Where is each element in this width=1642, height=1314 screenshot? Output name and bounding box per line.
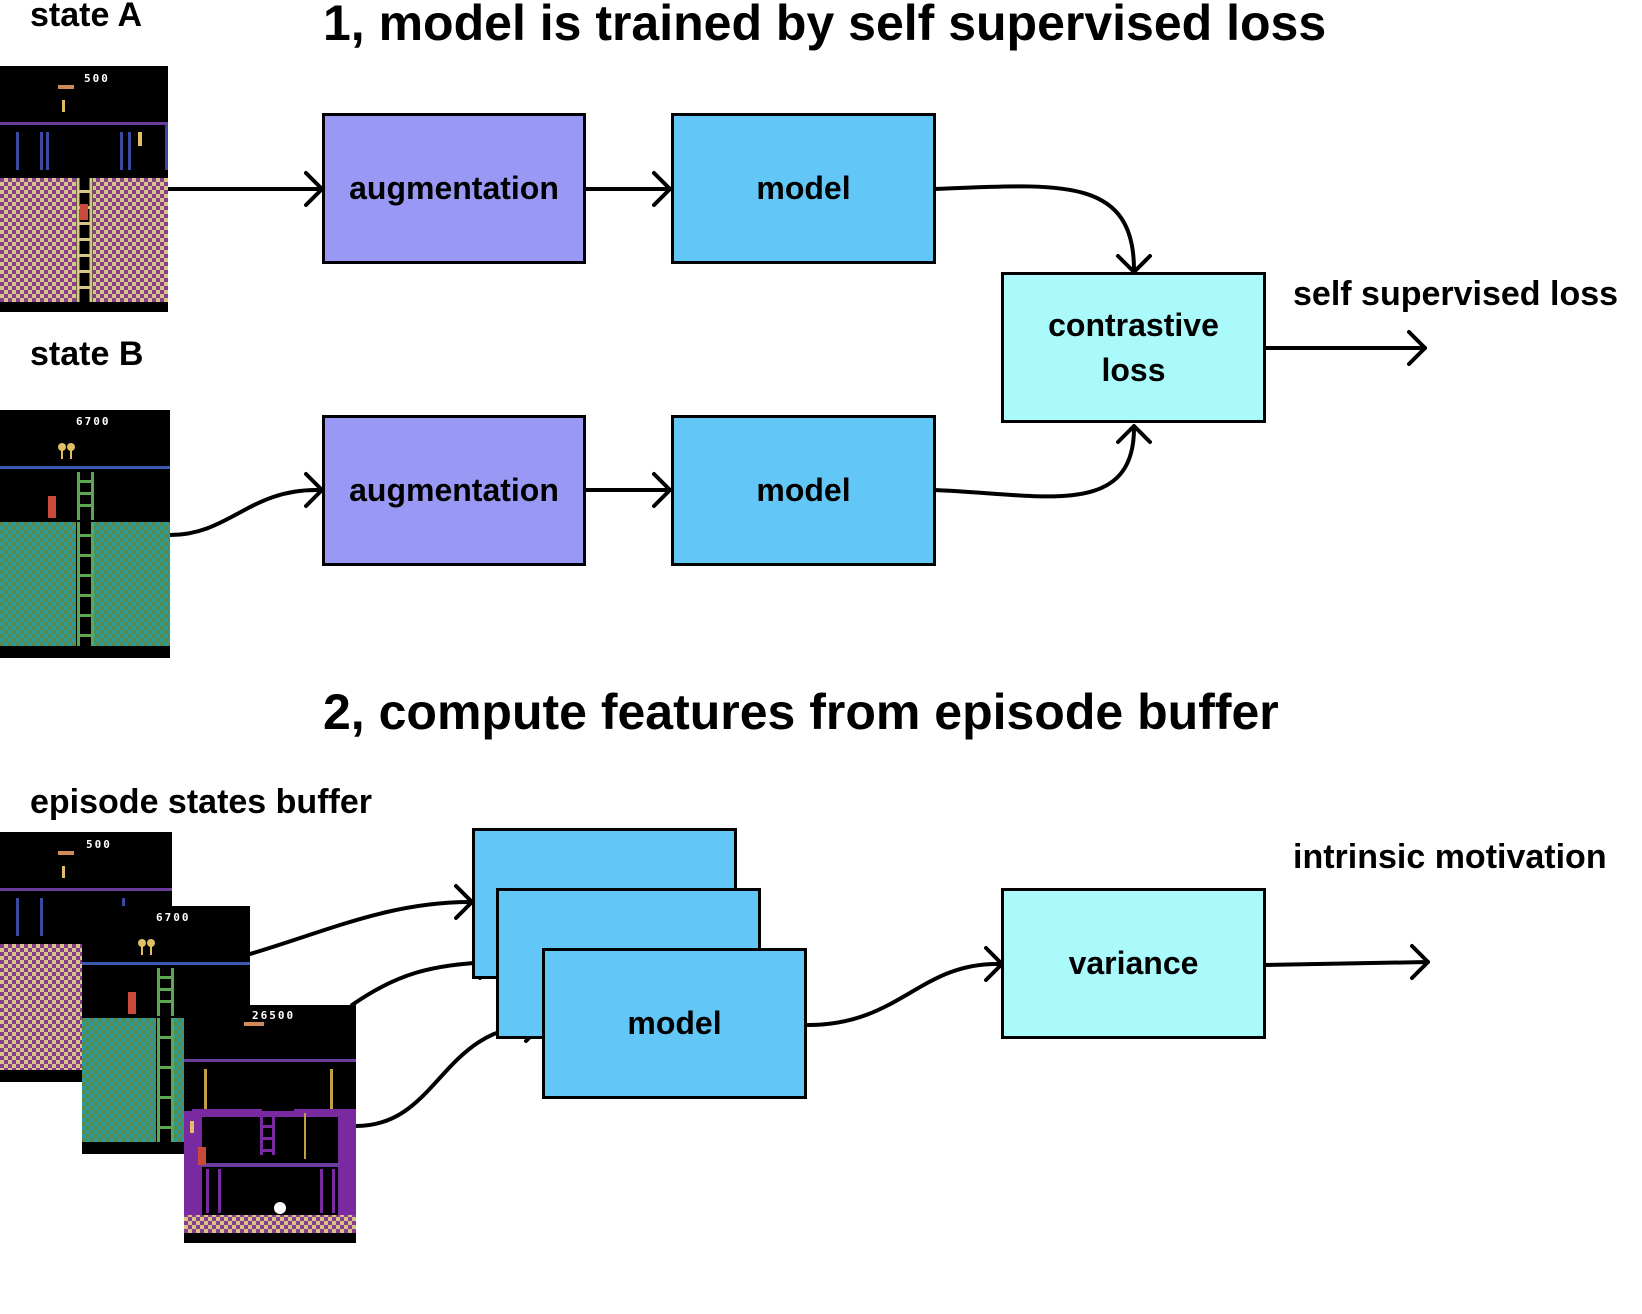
self-supervised-loss-label: self supervised loss: [1293, 275, 1619, 313]
state-a-game-frame: 500: [0, 66, 168, 312]
contrastive-loss-box: contrastive loss: [1001, 272, 1266, 423]
state-b-score: 6700: [76, 415, 111, 428]
contrastive-label-line2: loss: [1101, 351, 1166, 388]
buffer-frame-3-score: 26500: [252, 1009, 295, 1022]
state-a-label: state A: [30, 0, 143, 34]
contrastive-label-line1: contrastive: [1048, 306, 1219, 343]
buffer-frame-3: 26500: [184, 1005, 356, 1243]
episode-buffer-label: episode states buffer: [30, 783, 372, 821]
augmentation-label-bottom: augmentation: [349, 472, 559, 509]
buffer-frame-2-score: 6700: [156, 911, 191, 924]
section1-title: 1, model is trained by self supervised l…: [323, 0, 1327, 51]
state-b-game-frame: 6700: [0, 410, 170, 658]
augmentation-box-bottom: augmentation: [322, 415, 586, 566]
model-box-bottom: model: [671, 415, 936, 566]
state-b-label: state B: [30, 335, 144, 373]
augmentation-box-top: augmentation: [322, 113, 586, 264]
variance-box: variance: [1001, 888, 1266, 1039]
model-label-top: model: [756, 170, 851, 207]
section2-title: 2, compute features from episode buffer: [323, 684, 1279, 740]
model-label-bottom: model: [756, 472, 851, 509]
state-a-score: 500: [84, 72, 110, 85]
model-box-top: model: [671, 113, 936, 264]
augmentation-label-top: augmentation: [349, 170, 559, 207]
buffer-frame-1-score: 500: [86, 838, 112, 851]
variance-label: variance: [1068, 945, 1199, 982]
model-stack-front: model: [542, 948, 807, 1099]
intrinsic-motivation-label: intrinsic motivation: [1293, 838, 1607, 876]
model-stack-label: model: [627, 1005, 722, 1042]
